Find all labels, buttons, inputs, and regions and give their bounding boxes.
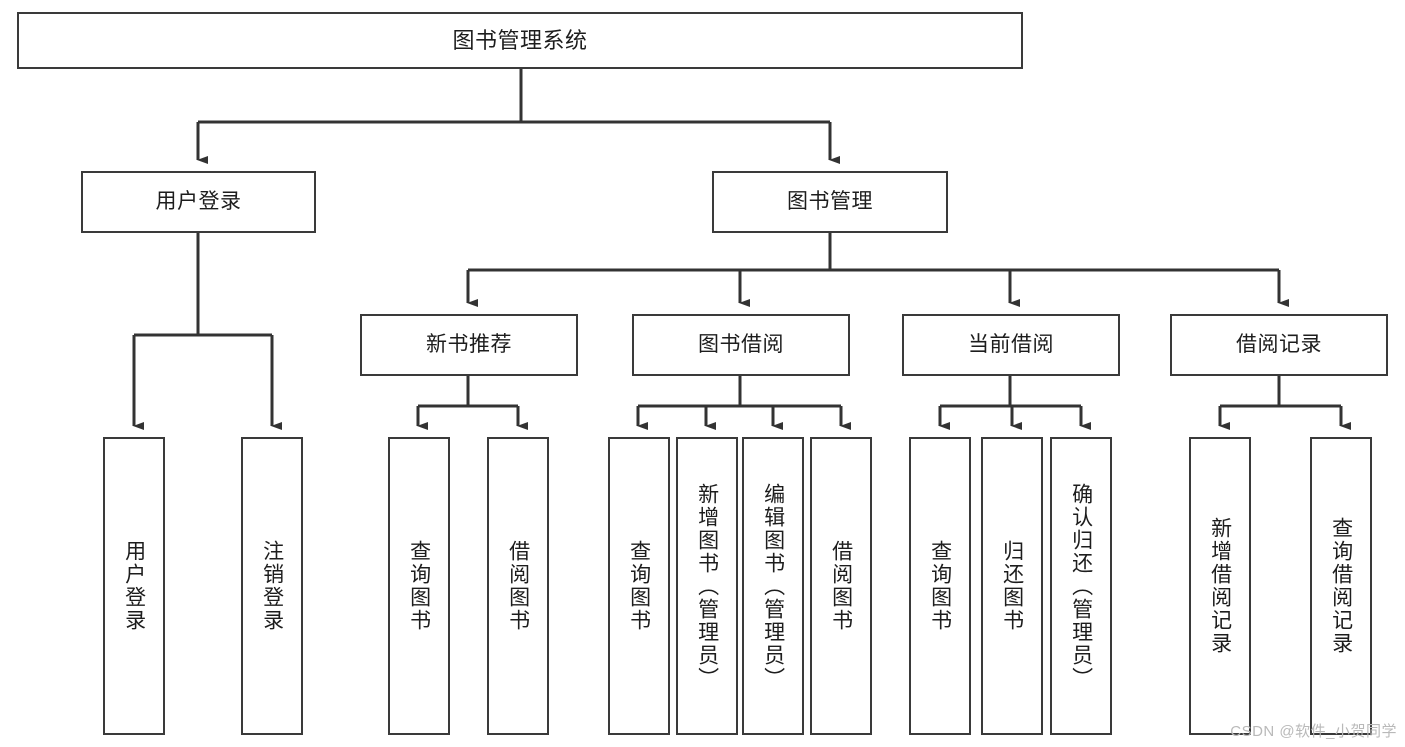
node-leaf-query-record-label: 查询借阅记录: [1329, 517, 1353, 655]
node-leaf-confirm-return[interactable]: 确认归还（管理员）: [1050, 437, 1112, 735]
node-leaf-user-logout-label: 注销登录: [260, 540, 284, 632]
node-leaf-query-record[interactable]: 查询借阅记录: [1310, 437, 1372, 735]
node-root[interactable]: 图书管理系统: [17, 12, 1023, 69]
node-leaf-add-book[interactable]: 新增图书（管理员）: [676, 437, 738, 735]
node-leaf-add-book-label: 新增图书（管理员）: [695, 482, 719, 690]
node-new-book-rec[interactable]: 新书推荐: [360, 314, 578, 376]
node-book-borrow-label: 图书借阅: [698, 332, 784, 356]
node-leaf-add-record[interactable]: 新增借阅记录: [1189, 437, 1251, 735]
node-root-label: 图书管理系统: [452, 27, 588, 53]
node-leaf-query-book-1[interactable]: 查询图书: [388, 437, 450, 735]
node-leaf-add-record-label: 新增借阅记录: [1208, 517, 1232, 655]
node-current-borrow[interactable]: 当前借阅: [902, 314, 1120, 376]
node-leaf-confirm-return-label: 确认归还（管理员）: [1069, 482, 1093, 690]
node-leaf-user-login[interactable]: 用户登录: [103, 437, 165, 735]
node-book-manage[interactable]: 图书管理: [712, 171, 948, 233]
node-borrow-record-label: 借阅记录: [1236, 332, 1322, 356]
node-new-book-rec-label: 新书推荐: [426, 332, 512, 356]
node-leaf-user-login-label: 用户登录: [122, 540, 146, 632]
node-leaf-borrow-book-1[interactable]: 借阅图书: [487, 437, 549, 735]
node-leaf-return-book[interactable]: 归还图书: [981, 437, 1043, 735]
node-leaf-borrow-book-2[interactable]: 借阅图书: [810, 437, 872, 735]
node-user-login[interactable]: 用户登录: [81, 171, 316, 233]
node-leaf-return-book-label: 归还图书: [1000, 540, 1024, 632]
node-current-borrow-label: 当前借阅: [968, 332, 1054, 356]
node-leaf-borrow-book-1-label: 借阅图书: [506, 540, 530, 632]
node-leaf-query-book-2-label: 查询图书: [627, 540, 651, 632]
node-user-login-label: 用户登录: [155, 189, 242, 213]
watermark: CSDN @软件_小贺同学: [1230, 723, 1397, 740]
node-leaf-query-book-3-label: 查询图书: [928, 540, 952, 632]
node-leaf-user-logout[interactable]: 注销登录: [241, 437, 303, 735]
node-book-borrow[interactable]: 图书借阅: [632, 314, 850, 376]
node-leaf-edit-book-label: 编辑图书（管理员）: [761, 482, 785, 690]
node-leaf-borrow-book-2-label: 借阅图书: [829, 540, 853, 632]
node-leaf-query-book-2[interactable]: 查询图书: [608, 437, 670, 735]
node-book-manage-label: 图书管理: [787, 189, 873, 213]
node-leaf-edit-book[interactable]: 编辑图书（管理员）: [742, 437, 804, 735]
node-borrow-record[interactable]: 借阅记录: [1170, 314, 1388, 376]
node-leaf-query-book-1-label: 查询图书: [407, 540, 431, 632]
node-leaf-query-book-3[interactable]: 查询图书: [909, 437, 971, 735]
